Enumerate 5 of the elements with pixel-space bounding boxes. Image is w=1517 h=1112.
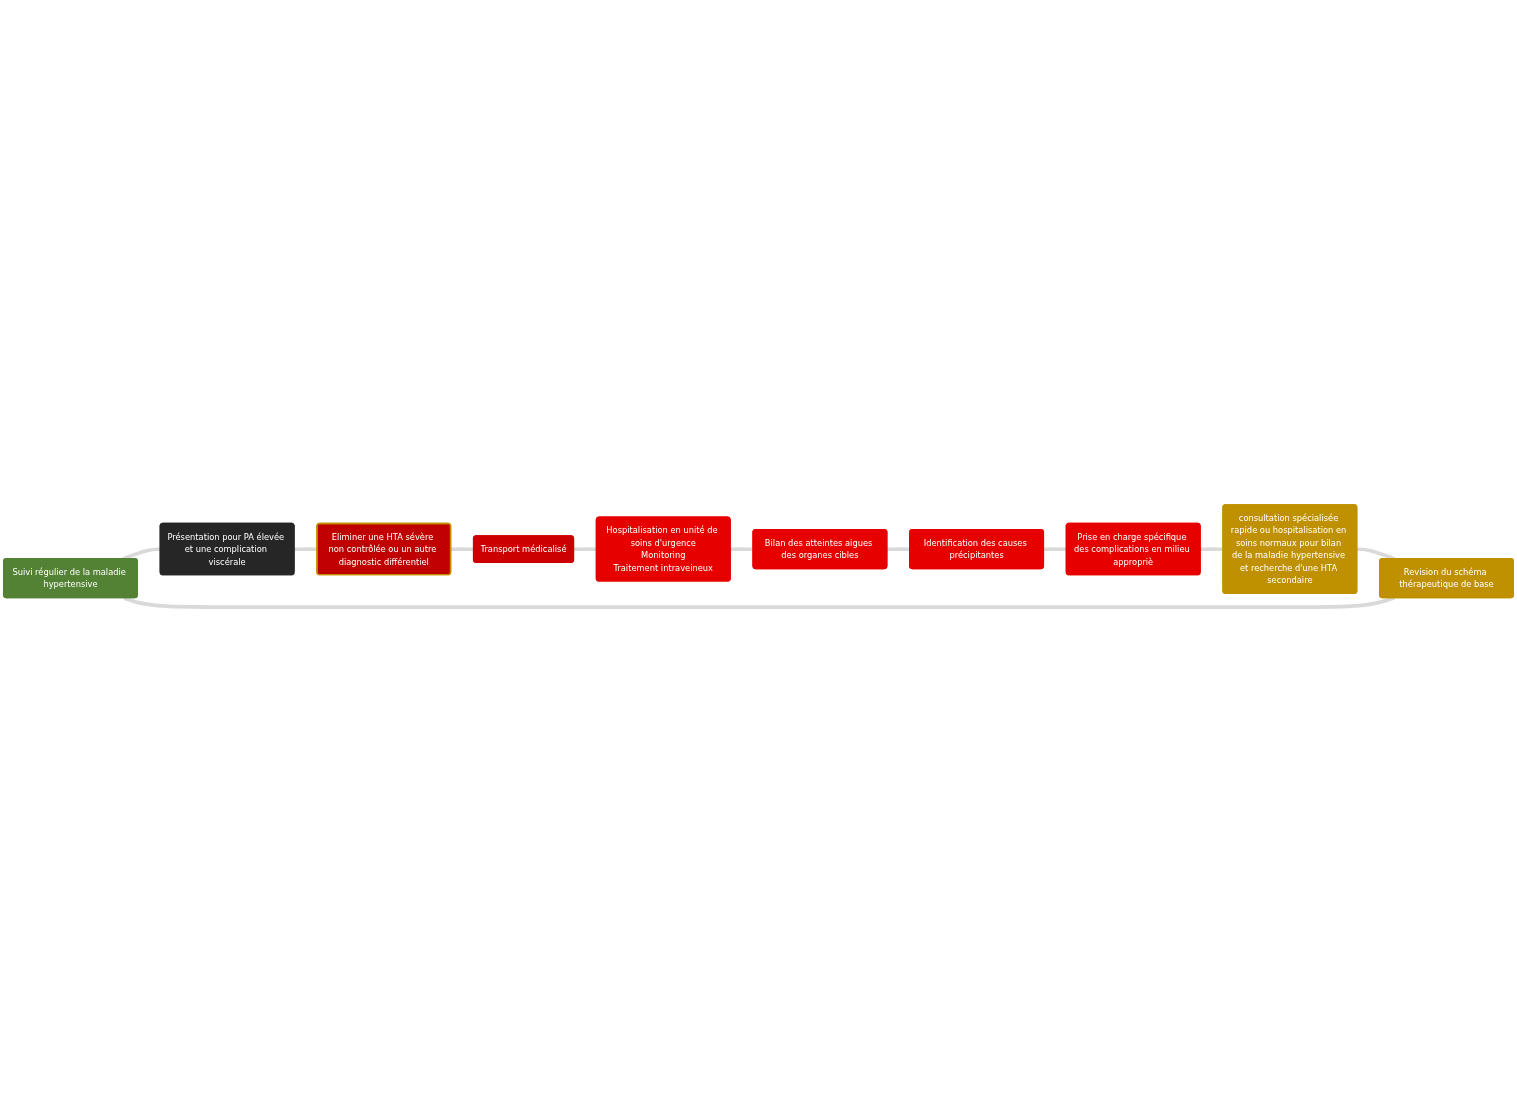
connector xyxy=(1200,547,1224,552)
connector xyxy=(1043,547,1067,552)
connector xyxy=(730,547,754,552)
connector xyxy=(450,547,474,552)
connector xyxy=(573,547,597,552)
